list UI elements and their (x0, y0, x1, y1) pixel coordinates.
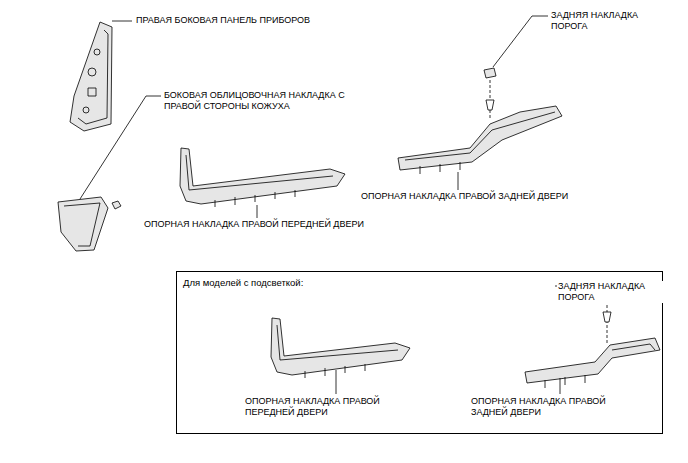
frame-heading: Для моделей с подсветкой: (183, 277, 303, 289)
part-name: ЗАДНЯЯ НАКЛАДКА ПОРОГА (557, 281, 669, 303)
part-name: ОПОРНАЯ НАКЛАДКА ПРАВОЙ ПЕРЕДНЕЙ ДВЕРИ (244, 396, 414, 418)
part-name: ОПОРНАЯ НАКЛАДКА ПРАВОЙ ЗАДНЕЙ ДВЕРИ (470, 396, 640, 418)
part-name: ОПОРНАЯ НАКЛАДКА ПРАВОЙ ЗАДНЕЙ ДВЕРИ (360, 191, 569, 202)
part-name: ОПОРНАЯ НАКЛАДКА ПРАВОЙ ПЕРЕДНЕЙ ДВЕРИ (143, 219, 365, 230)
part-name: ПРАВАЯ БОКОВАЯ ПАНЕЛЬ ПРИБОРОВ (135, 15, 311, 26)
part-name: БОКОВАЯ ОБЛИЦОВОЧНАЯ НАКЛАДКА С ПРАВОЙ С… (163, 90, 355, 112)
part-name: ЗАДНЯЯ НАКЛАДКА ПОРОГА (550, 10, 662, 32)
